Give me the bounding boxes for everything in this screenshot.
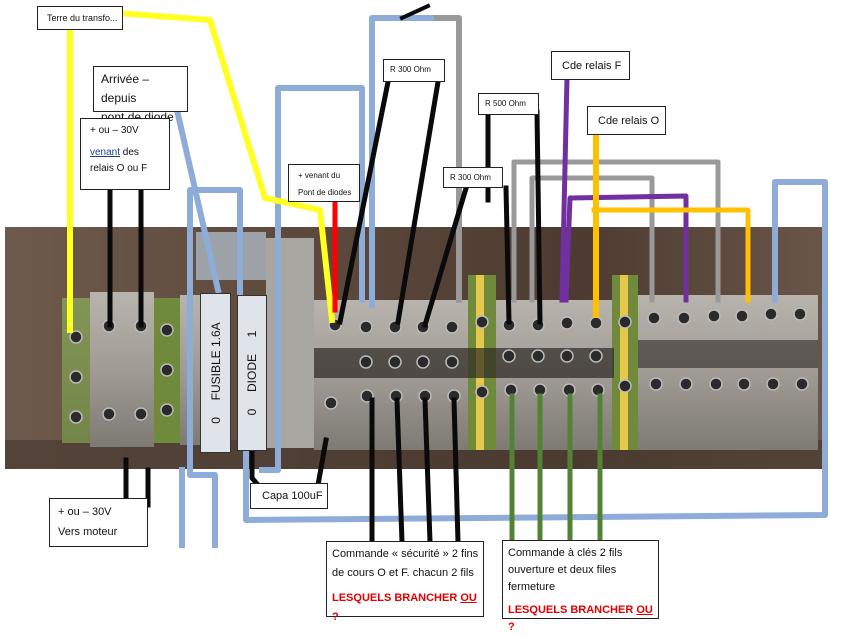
screw	[793, 307, 807, 321]
terminal-housing	[266, 238, 314, 448]
label-capa: Capa 100uF	[250, 483, 328, 509]
screw	[531, 349, 545, 363]
diode-label: 0 DIODE 1	[245, 330, 259, 416]
screw	[102, 407, 116, 421]
label-r300-b: R 300 Ohm	[443, 167, 503, 188]
fuse-label: 0 FUSIBLE 1.6A	[208, 322, 223, 424]
screw	[649, 377, 663, 391]
black-wire	[395, 79, 441, 325]
label-vers-moteur: + ou – 30V Vers moteur	[49, 498, 148, 547]
screw	[647, 311, 661, 325]
grey-wire	[511, 159, 721, 303]
screw	[795, 377, 809, 391]
screw	[618, 379, 632, 393]
screw	[388, 355, 402, 369]
black-wire	[534, 109, 543, 325]
screw	[69, 330, 83, 344]
screw	[679, 377, 693, 391]
black-wire	[337, 79, 391, 325]
label-arrivee: Arrivée – depuis pont de diode	[93, 66, 188, 124]
screw	[589, 349, 603, 363]
screw	[764, 307, 778, 321]
label-commande-cles: Commande à clés 2 fils ouverture et deux…	[502, 540, 659, 633]
label-relais: + ou – 30V venant des relais O ou F	[80, 118, 170, 190]
screw	[677, 311, 691, 325]
screw	[445, 320, 459, 334]
label-r300-a: R 300 Ohm	[383, 59, 445, 82]
screw	[160, 363, 174, 377]
yellow-wire	[99, 8, 336, 324]
label-cde-relais-f: Cde relais F	[551, 51, 630, 80]
screw	[560, 316, 574, 330]
black-wire	[249, 437, 262, 489]
screw	[475, 315, 489, 329]
label-cde-relais-o: Cde relais O	[587, 106, 666, 135]
blue-wire	[243, 179, 828, 523]
screw	[445, 355, 459, 369]
terminal	[90, 292, 122, 447]
label-commande-securite: Commande « sécurité » 2 fins de cours O …	[326, 541, 484, 623]
black-wire	[451, 397, 461, 545]
screw	[589, 316, 603, 330]
label-venant-pont: + venant du Pont de diodes	[288, 164, 360, 202]
purple-wire	[559, 75, 570, 303]
screw	[766, 377, 780, 391]
terminal	[788, 295, 818, 450]
screw	[560, 349, 574, 363]
screw	[359, 320, 373, 334]
screw	[709, 377, 723, 391]
screw	[69, 410, 83, 424]
label-r500: R 500 Ohm	[478, 93, 539, 115]
black-wire	[399, 3, 431, 21]
screw	[502, 349, 516, 363]
screw	[737, 377, 751, 391]
screw	[160, 403, 174, 417]
terminal	[122, 292, 154, 447]
blue-wire	[369, 15, 435, 308]
screw	[134, 407, 148, 421]
blue-wire	[187, 187, 243, 548]
diode-module: 0 DIODE 1	[237, 295, 267, 451]
black-wire	[503, 185, 512, 325]
black-wire	[394, 397, 405, 545]
blue-wire	[173, 106, 222, 294]
dark-slot-row	[638, 340, 818, 368]
screw	[324, 396, 338, 410]
screw	[475, 385, 489, 399]
black-wire	[422, 397, 433, 545]
screw	[618, 315, 632, 329]
grey-wire	[529, 175, 655, 303]
purple-wire	[563, 193, 689, 303]
black-wire	[315, 437, 329, 488]
label-terre-transfo: Terre du transfo...	[37, 6, 123, 30]
black-wire	[421, 181, 471, 329]
blue-wire	[259, 85, 365, 473]
orange-wire	[591, 207, 751, 303]
screw	[735, 309, 749, 323]
screw	[707, 309, 721, 323]
screw	[416, 355, 430, 369]
screw	[69, 370, 83, 384]
screw	[359, 355, 373, 369]
fuse-module: 0 FUSIBLE 1.6A	[200, 293, 231, 453]
screw	[160, 323, 174, 337]
terminal	[758, 295, 788, 450]
